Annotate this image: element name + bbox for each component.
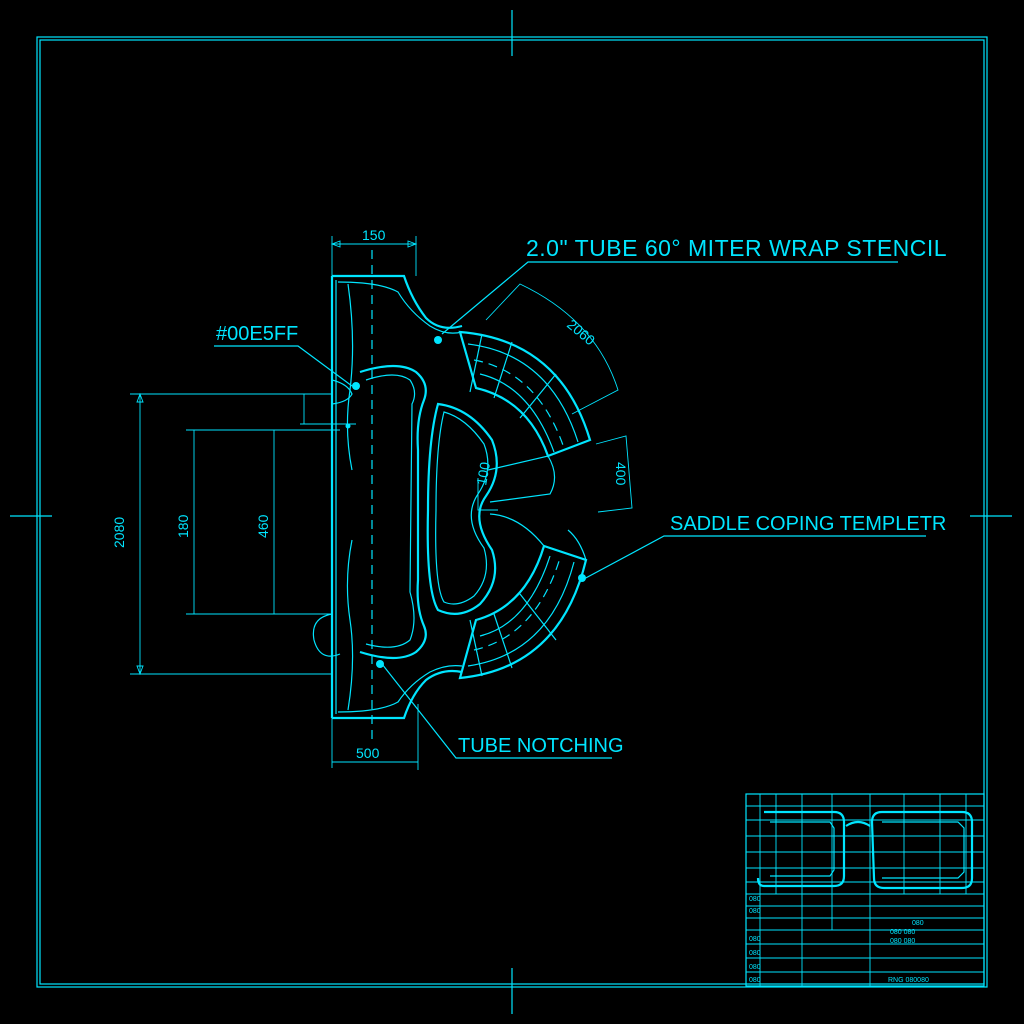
wall-contour-upper [346,283,354,471]
dim-overall-height: 2080 [111,517,127,548]
dim-inner-height-a: 180 [175,514,191,538]
upper-arc-mid1 [467,343,579,443]
notch-profile-inner [365,374,416,648]
title-block-frame [745,793,985,987]
lower-arc-outer [458,544,588,680]
notch-profile [359,364,427,660]
dim-top-arrow-left [330,240,341,248]
ear-lower [312,613,341,657]
dim-arc-gap: 400 [613,462,629,486]
inner-border [39,39,985,985]
dim-throat-line [477,478,498,511]
d-window [426,402,498,615]
wall-contour-lower [346,539,354,711]
tb-sketch-left-inner [770,821,835,877]
tb-note-1: 080 [912,920,924,927]
dim-gap-line [595,435,633,513]
dim-arc-length: 2060 [564,316,598,348]
tb-row-6: 080 [749,977,761,984]
tb-row-1: 080 [749,896,761,903]
dim-arc-line [485,283,619,415]
dim-h-arrow-bottom [136,665,144,676]
top-cap-inner [337,281,463,334]
lower-arc-tip [489,513,587,561]
dim-top-width: 150 [362,227,386,243]
lower-arc-dash [473,557,561,651]
tb-row-5: 080 [749,964,761,971]
title-block: 080 080 080 080 080 080 080 080 080 080 … [745,793,985,987]
ear-upper [331,379,353,405]
tb-row-3: 080 [749,936,761,943]
lower-arc-mid1 [467,561,575,667]
lower-arc-mid2 [479,555,551,637]
marker-bottom [376,660,384,668]
tb-note-2: 080 080 [890,929,915,936]
upper-arc-seg3 [519,373,557,419]
dim-h-arrow-top [136,392,144,403]
tb-row-2: 080 [749,908,761,915]
marker-left-small [345,423,351,429]
tb-note-3: 080 080 [890,938,915,945]
title-label: 2.0" TUBE 60° MITER WRAP STENCIL [526,235,947,261]
saddle-label: SADDLE COPING TEMPLETR [670,513,946,535]
saddle-leader [581,535,926,581]
tb-sketch-bridge [845,820,871,827]
upper-arc-outer [458,330,592,458]
upper-arc-seg2 [493,341,513,399]
notching-label: TUBE NOTCHING [458,735,624,757]
dimensions [130,236,633,770]
lower-arc-seg1 [469,619,483,677]
marker-left [352,382,360,390]
title-leader [441,261,898,335]
tb-row-4: 080 [749,950,761,957]
upper-arc-seg1 [469,333,483,393]
lower-arc-seg2 [493,613,513,669]
color-code-leader [214,345,353,387]
tb-sketch-right [870,810,974,890]
tube-template-part [312,250,592,740]
bottom-cap-inner [337,665,463,713]
lower-arc-seg3 [519,593,557,641]
marker-right [578,574,586,582]
d-window-inner [435,411,489,605]
tb-footer: RNG 080080 [888,977,929,984]
upper-arc-tip [487,455,556,503]
color-code-label: #00E5FF [216,323,298,345]
notching-leader [381,663,612,759]
dim-throat-gap: 100 [473,461,493,487]
tb-sketch-right-inner [882,821,965,879]
marker-top [434,336,442,344]
dim-bottom-width: 500 [356,745,380,761]
upper-arc-mid2 [479,373,555,453]
dim-inner-height-b: 460 [255,514,271,538]
bottom-cap [332,669,463,720]
upper-arc-dash [473,359,565,449]
dim-top-arrow-right [407,240,418,248]
tb-sketch-left [756,810,846,888]
